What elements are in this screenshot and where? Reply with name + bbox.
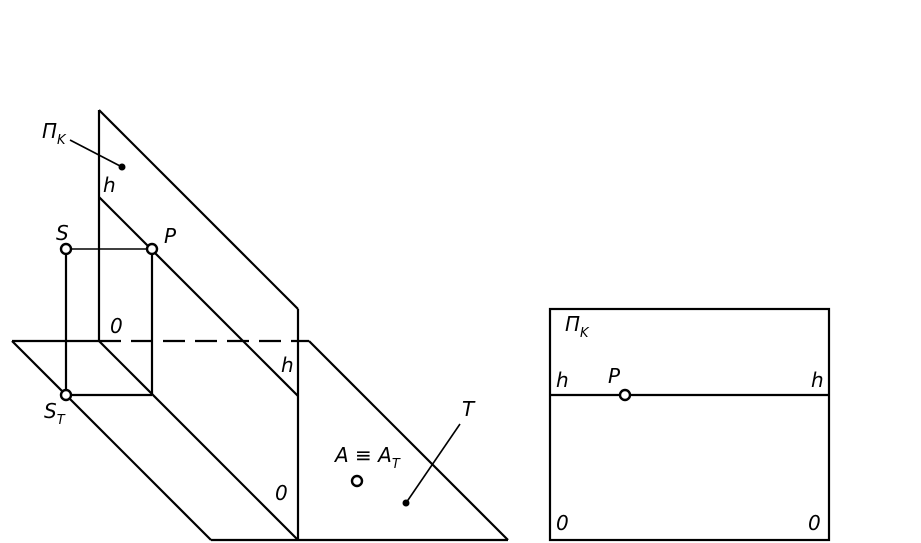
origin-upper-label: 0 — [110, 314, 123, 338]
h-upper-label: h — [103, 173, 116, 197]
point-st-marker — [59, 388, 73, 402]
plane-t-label: T — [462, 397, 476, 421]
plane-t — [11, 339, 509, 542]
plane-k-frontal-view — [548, 307, 831, 542]
point-p-frontal-marker — [618, 388, 632, 402]
h-lower-label: h — [281, 353, 294, 377]
point-st-label: ST — [44, 399, 66, 428]
plane-k-leader-dot — [118, 163, 126, 171]
point-p-marker — [145, 242, 159, 256]
h-line — [98, 196, 299, 397]
h-left-label: h — [556, 368, 569, 392]
h-right-label: h — [811, 368, 824, 392]
origin-right-label: 0 — [808, 511, 821, 535]
plane-k-label: ПK — [42, 119, 67, 148]
plane-t-leader-dot — [402, 499, 410, 507]
plane-k-frontal-label: ПK — [565, 312, 590, 341]
origin-left-label: 0 — [556, 511, 569, 535]
point-s-marker — [59, 242, 73, 256]
projection-lines — [64, 248, 154, 397]
point-s-label: S — [56, 221, 69, 245]
plane-k — [97, 109, 300, 540]
axis-0-line — [98, 340, 299, 541]
point-a-label: A ≡ AT — [333, 443, 401, 472]
origin-lower-label: 0 — [275, 481, 288, 505]
point-a-marker — [350, 474, 364, 488]
plane-t-leader — [405, 423, 461, 504]
plane-k-leader — [69, 139, 123, 168]
point-p-frontal-label: P — [608, 364, 621, 388]
point-p-label: P — [164, 224, 177, 248]
